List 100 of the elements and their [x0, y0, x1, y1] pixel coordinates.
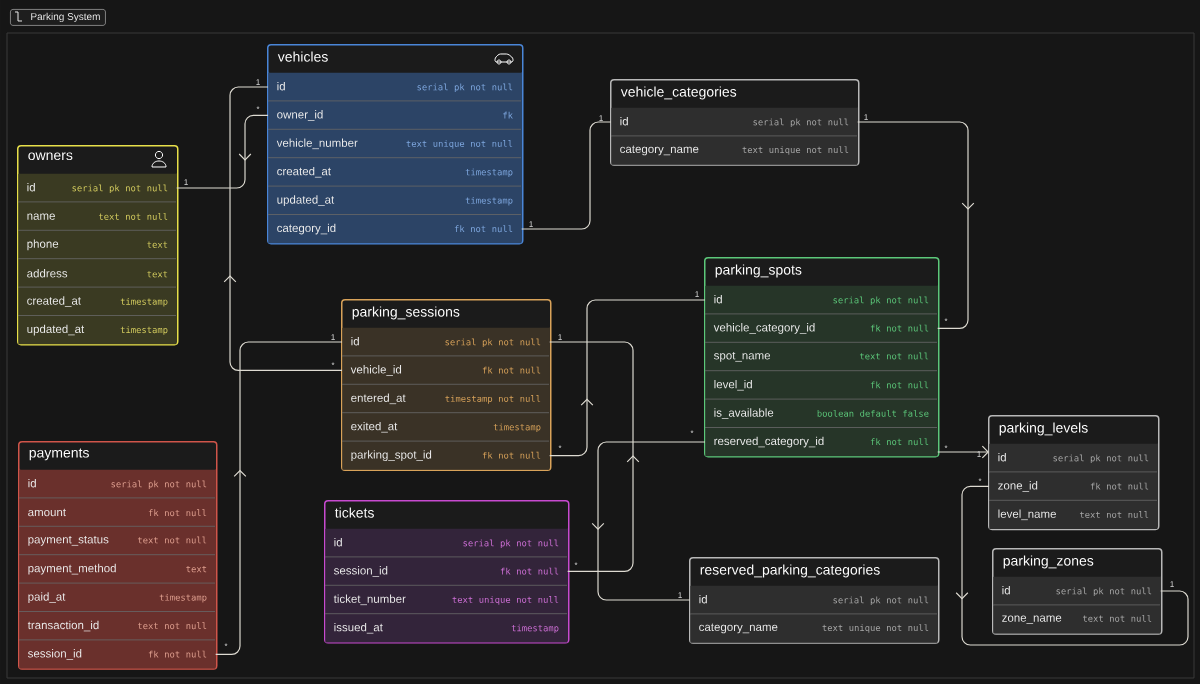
relationship-line	[591, 441, 706, 601]
table-row: session_id fk not null	[19, 640, 216, 669]
table-row: zone_id fk not null	[989, 472, 1158, 501]
node-label: serial pk not null	[1053, 454, 1149, 464]
table-row: paid_at timestamp	[19, 583, 216, 612]
node-label: level_id	[714, 379, 752, 391]
relationship-line	[955, 485, 1189, 646]
node-label: serial pk not null	[833, 596, 929, 606]
node-label: text not null	[859, 352, 929, 360]
table-row: created_at timestamp	[268, 158, 522, 187]
node-label: category_name	[699, 623, 778, 634]
node-label: payment_method	[28, 563, 116, 575]
node-label: id	[27, 182, 35, 192]
node-label: timestamp	[159, 593, 207, 603]
node-label: id	[699, 594, 707, 604]
node-label: timestamp	[120, 297, 168, 307]
node-label: updated_at	[27, 324, 85, 336]
node-label: serial pk not null	[72, 184, 168, 194]
node-label: timestamp	[465, 196, 513, 206]
table-row: vehicle_id fk not null	[342, 356, 550, 385]
node-label: updated_at	[277, 195, 335, 206]
node-label: ticket_number	[333, 594, 406, 606]
node-label: is_available	[714, 408, 774, 419]
table-row: category_name text unique not null	[611, 136, 858, 165]
node-label: timestamp	[511, 624, 559, 634]
node-label: serial pk not null	[417, 83, 513, 93]
node-label: fk not null	[500, 567, 559, 575]
table-row: category_name text unique not null	[690, 614, 938, 643]
table-row: category_id fk not null	[268, 214, 522, 244]
table-row: vehicle_category_id fk not null	[705, 314, 938, 343]
node-label: fk not null	[482, 366, 541, 374]
node-label: name	[27, 213, 55, 220]
relationship-line	[857, 121, 975, 329]
node-label: spot_name	[713, 351, 771, 362]
node-label: issued_at	[334, 622, 383, 634]
node-label: level_name	[998, 509, 1056, 521]
node-label: created_at	[277, 166, 331, 178]
node-label: owner_id	[277, 110, 323, 121]
node-label: session_id	[333, 566, 388, 577]
node-label: text not null	[137, 622, 207, 630]
table-row: updated_at timestamp	[18, 315, 177, 345]
node-label: id	[334, 537, 342, 547]
table-row: created_at timestamp	[18, 287, 177, 316]
node-label: id	[620, 116, 628, 126]
node-label: fk	[503, 111, 513, 119]
node-label: id	[714, 294, 722, 304]
node-label: fk not null	[454, 225, 513, 233]
node-label: vehicle_id	[350, 365, 402, 376]
node-label: text not null	[98, 212, 168, 220]
node-label: id	[277, 81, 285, 91]
node-label: timestamp not null	[445, 395, 541, 404]
node-label: text unique not null	[452, 596, 559, 605]
node-label: parking_spot_id	[351, 450, 432, 461]
node-label: text not null	[1079, 511, 1149, 518]
table-row: name text not null	[18, 202, 177, 231]
node-label: text not null	[1082, 614, 1152, 622]
node-label: serial pk not null	[463, 539, 559, 549]
relationship-line	[549, 299, 706, 457]
relationship-line	[521, 121, 612, 230]
node-label: text unique not null	[822, 624, 929, 633]
relationship-line	[937, 445, 989, 459]
node-label: fk not null	[870, 438, 929, 446]
table-row: parking_spot_id fk not null	[342, 441, 550, 470]
table-row: owner_id fk	[268, 101, 522, 130]
node-label: entered_at	[351, 393, 406, 405]
node-label: id	[998, 452, 1006, 462]
node-label: timestamp	[120, 326, 168, 335]
table-row: exited_at timestamp	[342, 413, 550, 442]
table-row: session_id fk not null	[325, 557, 568, 586]
node-label: payment_status	[28, 535, 109, 546]
node-label: text	[147, 241, 168, 248]
title-box: Parking System	[10, 9, 106, 26]
node-label: text not null	[137, 536, 207, 544]
node-label: serial pk not null	[1056, 587, 1152, 597]
node-label: id	[351, 336, 359, 346]
table-row: reserved_category_id fk not null	[705, 427, 938, 457]
node-label: fk not null	[870, 324, 929, 332]
table-row: payment_method text	[19, 555, 216, 584]
node-label: fk not null	[1090, 482, 1149, 490]
node-label: category_name	[620, 145, 699, 156]
node-label: timestamp	[493, 423, 541, 433]
node-label: vehicle_number	[276, 138, 358, 150]
node-label: vehicle_category_id	[713, 323, 815, 334]
node-label: category_id	[277, 223, 336, 235]
node-label: exited_at	[351, 421, 398, 433]
node-label: id	[28, 478, 36, 488]
node-label: text unique not null	[742, 146, 849, 155]
node-label: id	[1002, 585, 1010, 595]
table-row: address text	[18, 259, 177, 288]
node-label: serial pk not null	[445, 338, 541, 348]
node-label: created_at	[27, 296, 81, 307]
relationship-line	[176, 114, 269, 189]
table-row: zone_name text not null	[993, 605, 1161, 634]
node-label: timestamp	[465, 168, 513, 178]
node-label: session_id	[27, 649, 82, 660]
node-label: address	[27, 268, 68, 278]
node-label: fk not null	[148, 509, 207, 517]
node-label: transaction_id	[27, 620, 99, 632]
node-label: fk not null	[148, 650, 207, 658]
node-label: amount	[28, 508, 66, 517]
